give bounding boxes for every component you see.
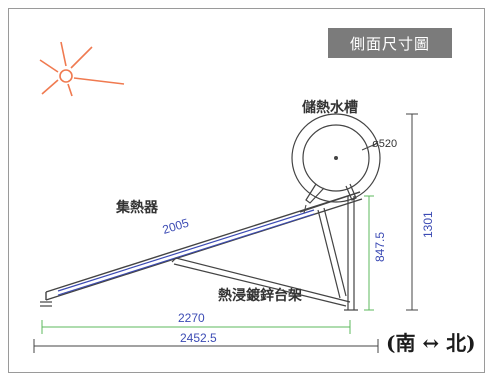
drawing-title: 側面尺寸圖 (349, 34, 430, 53)
direction-label: (南 ↔ 北) (386, 331, 476, 355)
collector-length-label: 2005 (161, 216, 191, 237)
stand-label: 熱浸鍍鋅台架 (218, 287, 302, 304)
total-height-line (406, 113, 418, 311)
storage-tank (291, 113, 381, 204)
sun-icon (39, 41, 125, 97)
total-length-label: 2452.5 (180, 331, 217, 345)
tank-height-label: 847.5 (373, 232, 387, 262)
base-length-line (41, 320, 351, 334)
vertical-dimension-lines (364, 195, 374, 311)
base-length-label: 2270 (178, 311, 205, 325)
solar-collector (45, 191, 363, 301)
support-stand (40, 191, 361, 311)
tank-diameter-callout (361, 142, 379, 151)
title-badge: 側面尺寸圖 (328, 28, 452, 58)
total-height-label: 1301 (421, 211, 435, 238)
tank-diameter-label: ø520 (372, 138, 397, 150)
tank-label: 儲熱水槽 (301, 99, 358, 116)
total-length-line (33, 339, 379, 353)
collector-label: 集熱器 (115, 199, 159, 216)
drawing-frame (8, 8, 485, 373)
